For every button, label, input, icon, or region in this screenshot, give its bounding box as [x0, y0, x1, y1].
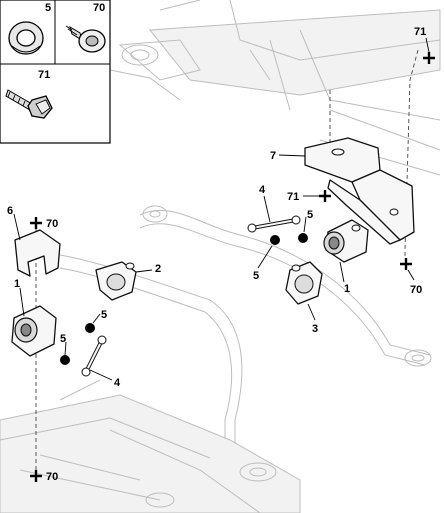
callout-6: 6: [7, 205, 13, 217]
left-washer-dot-b: [60, 355, 70, 365]
left-bushing-cover: [14, 229, 61, 277]
callout-3: 3: [312, 323, 318, 335]
screw-icon: [65, 25, 106, 53]
callout-labels: 71 7 71 4 5 5 1 3 70 6 70 2 1 5 5 4 70: [7, 26, 426, 483]
callout-1-right: 1: [344, 283, 350, 295]
left-stabilizer-bushing: [11, 305, 57, 357]
right-stabilizer-bushing: [323, 219, 369, 263]
washer-icon: [8, 21, 44, 55]
bolt-marker-70-left-top: [30, 217, 42, 229]
callout-71-mid: 71: [287, 191, 299, 203]
right-washer-dot-a: [270, 235, 280, 245]
support-bracket: [304, 137, 415, 245]
callout-7: 7: [270, 150, 276, 162]
right-stabilizer-clamp: [285, 261, 323, 305]
callout-5-left-a: 5: [101, 309, 107, 321]
parts-inset-panel: 5 70 71: [0, 0, 111, 144]
callout-70-right: 70: [410, 284, 422, 296]
bolt-icon: [5, 89, 53, 119]
left-stabilizer-clamp: [95, 261, 137, 301]
inset-label-5: 5: [45, 2, 51, 14]
callout-5-right-a: 5: [307, 209, 313, 221]
right-stabilizer-link: [247, 215, 301, 233]
callout-71-top: 71: [414, 26, 426, 38]
callout-2: 2: [155, 263, 161, 275]
bolt-marker-70-left-bottom: [30, 470, 42, 482]
bolt-marker-70-right: [400, 258, 412, 270]
left-leader-lines: [13, 213, 153, 381]
callout-70-left-bottom: 70: [46, 471, 58, 483]
callout-4-left: 4: [114, 377, 121, 389]
callout-5-right-b: 5: [253, 270, 259, 282]
callout-1-left: 1: [14, 278, 20, 290]
callout-70-left-top: 70: [46, 218, 58, 230]
bolt-marker-71-mid: [319, 190, 331, 202]
inset-label-70: 70: [93, 2, 105, 14]
bolt-marker-71-top: [423, 52, 435, 64]
right-bolt-axis: [404, 49, 419, 258]
inset-label-71: 71: [38, 69, 50, 81]
left-stabilizer-link: [81, 335, 107, 377]
right-washer-dot-b: [298, 233, 308, 243]
right-leader-lines: [257, 37, 430, 321]
callout-5-left-b: 5: [60, 333, 66, 345]
left-washer-dot-a: [85, 323, 95, 333]
callout-4-right: 4: [259, 184, 266, 196]
